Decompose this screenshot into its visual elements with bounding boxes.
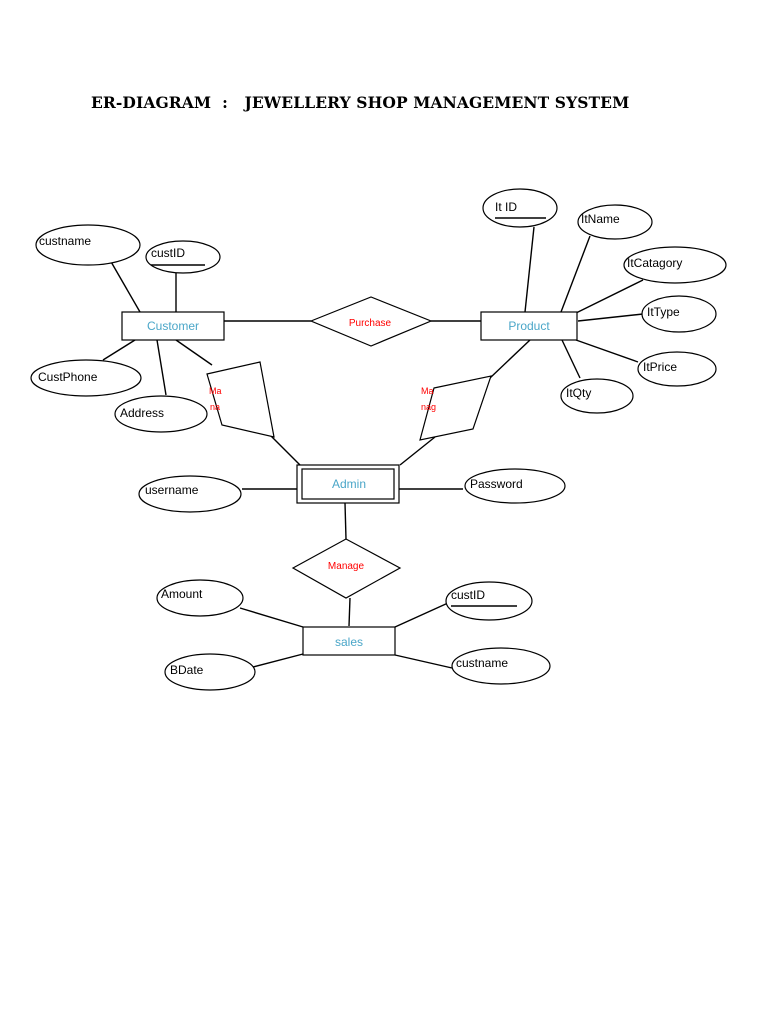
attribute-custname-label: custname xyxy=(39,234,91,248)
entity-admin: Admin xyxy=(296,464,400,504)
connector-lines xyxy=(102,226,644,669)
relationship-manage-product-label-2: nag xyxy=(421,402,436,412)
relationship-purchase-label: Purchase xyxy=(349,318,392,329)
relationship-manage-customer-label-2: na xyxy=(210,402,220,412)
relationship-manage-sales-label: Manage xyxy=(328,561,365,572)
attribute-ittype: ItType xyxy=(641,295,717,333)
entity-customer-label: Customer xyxy=(147,319,199,333)
entity-sales: sales xyxy=(302,626,396,656)
attribute-username-label: username xyxy=(145,483,199,497)
attribute-password: Password xyxy=(464,468,566,504)
attribute-sales-custname-label: custname xyxy=(456,656,508,670)
attribute-sales-custname: custname xyxy=(451,647,551,685)
attribute-bdate: BDate xyxy=(164,653,256,691)
attribute-amount: Amount xyxy=(156,579,244,617)
attribute-itqty-label: ItQty xyxy=(566,386,591,400)
attribute-password-label: Password xyxy=(470,477,523,491)
relationship-manage-product: Ma nag xyxy=(419,375,492,441)
entity-admin-label: Admin xyxy=(332,477,366,491)
attribute-custphone-label: CustPhone xyxy=(38,370,98,384)
attribute-address-label: Address xyxy=(120,406,164,420)
attribute-username: username xyxy=(138,475,242,513)
entity-product-label: Product xyxy=(508,319,550,333)
attribute-itid-label: It ID xyxy=(495,200,517,214)
attribute-sales-custid: custID xyxy=(445,581,533,621)
attribute-itprice: ItPrice xyxy=(637,351,717,387)
relationship-manage-product-label-1: Ma xyxy=(421,386,434,396)
attribute-itid: It ID xyxy=(482,188,558,228)
attribute-itqty: ItQty xyxy=(560,378,634,414)
relationship-manage-sales: Manage xyxy=(291,538,402,599)
entity-product: Product xyxy=(480,311,578,341)
relationship-purchase: Purchase xyxy=(309,296,433,347)
relationship-manage-customer: Ma na xyxy=(206,361,275,438)
entity-customer: Customer xyxy=(121,311,225,341)
attribute-ittype-label: ItType xyxy=(647,305,680,319)
attribute-itname-label: ItName xyxy=(581,212,620,226)
attribute-amount-label: Amount xyxy=(161,587,203,601)
attribute-itcatagory: ItCatagory xyxy=(623,246,727,284)
attribute-itname: ItName xyxy=(577,204,653,240)
attribute-itcatagory-label: ItCatagory xyxy=(627,256,682,270)
relationship-manage-customer-label-1: Ma xyxy=(209,386,222,396)
attribute-custid-label: custID xyxy=(151,246,185,260)
attribute-itprice-label: ItPrice xyxy=(643,360,677,374)
attribute-custname: custname xyxy=(35,224,141,266)
attribute-bdate-label: BDate xyxy=(170,663,204,677)
attribute-address: Address xyxy=(114,395,208,433)
attribute-custid: custID xyxy=(145,240,221,274)
attribute-sales-custid-label: custID xyxy=(451,588,485,602)
diagram-title: ER-DIAGRAM : JEWELLERY SHOP MANAGEMENT S… xyxy=(91,93,630,112)
entity-sales-label: sales xyxy=(335,635,363,649)
attribute-custphone: CustPhone xyxy=(30,359,142,397)
